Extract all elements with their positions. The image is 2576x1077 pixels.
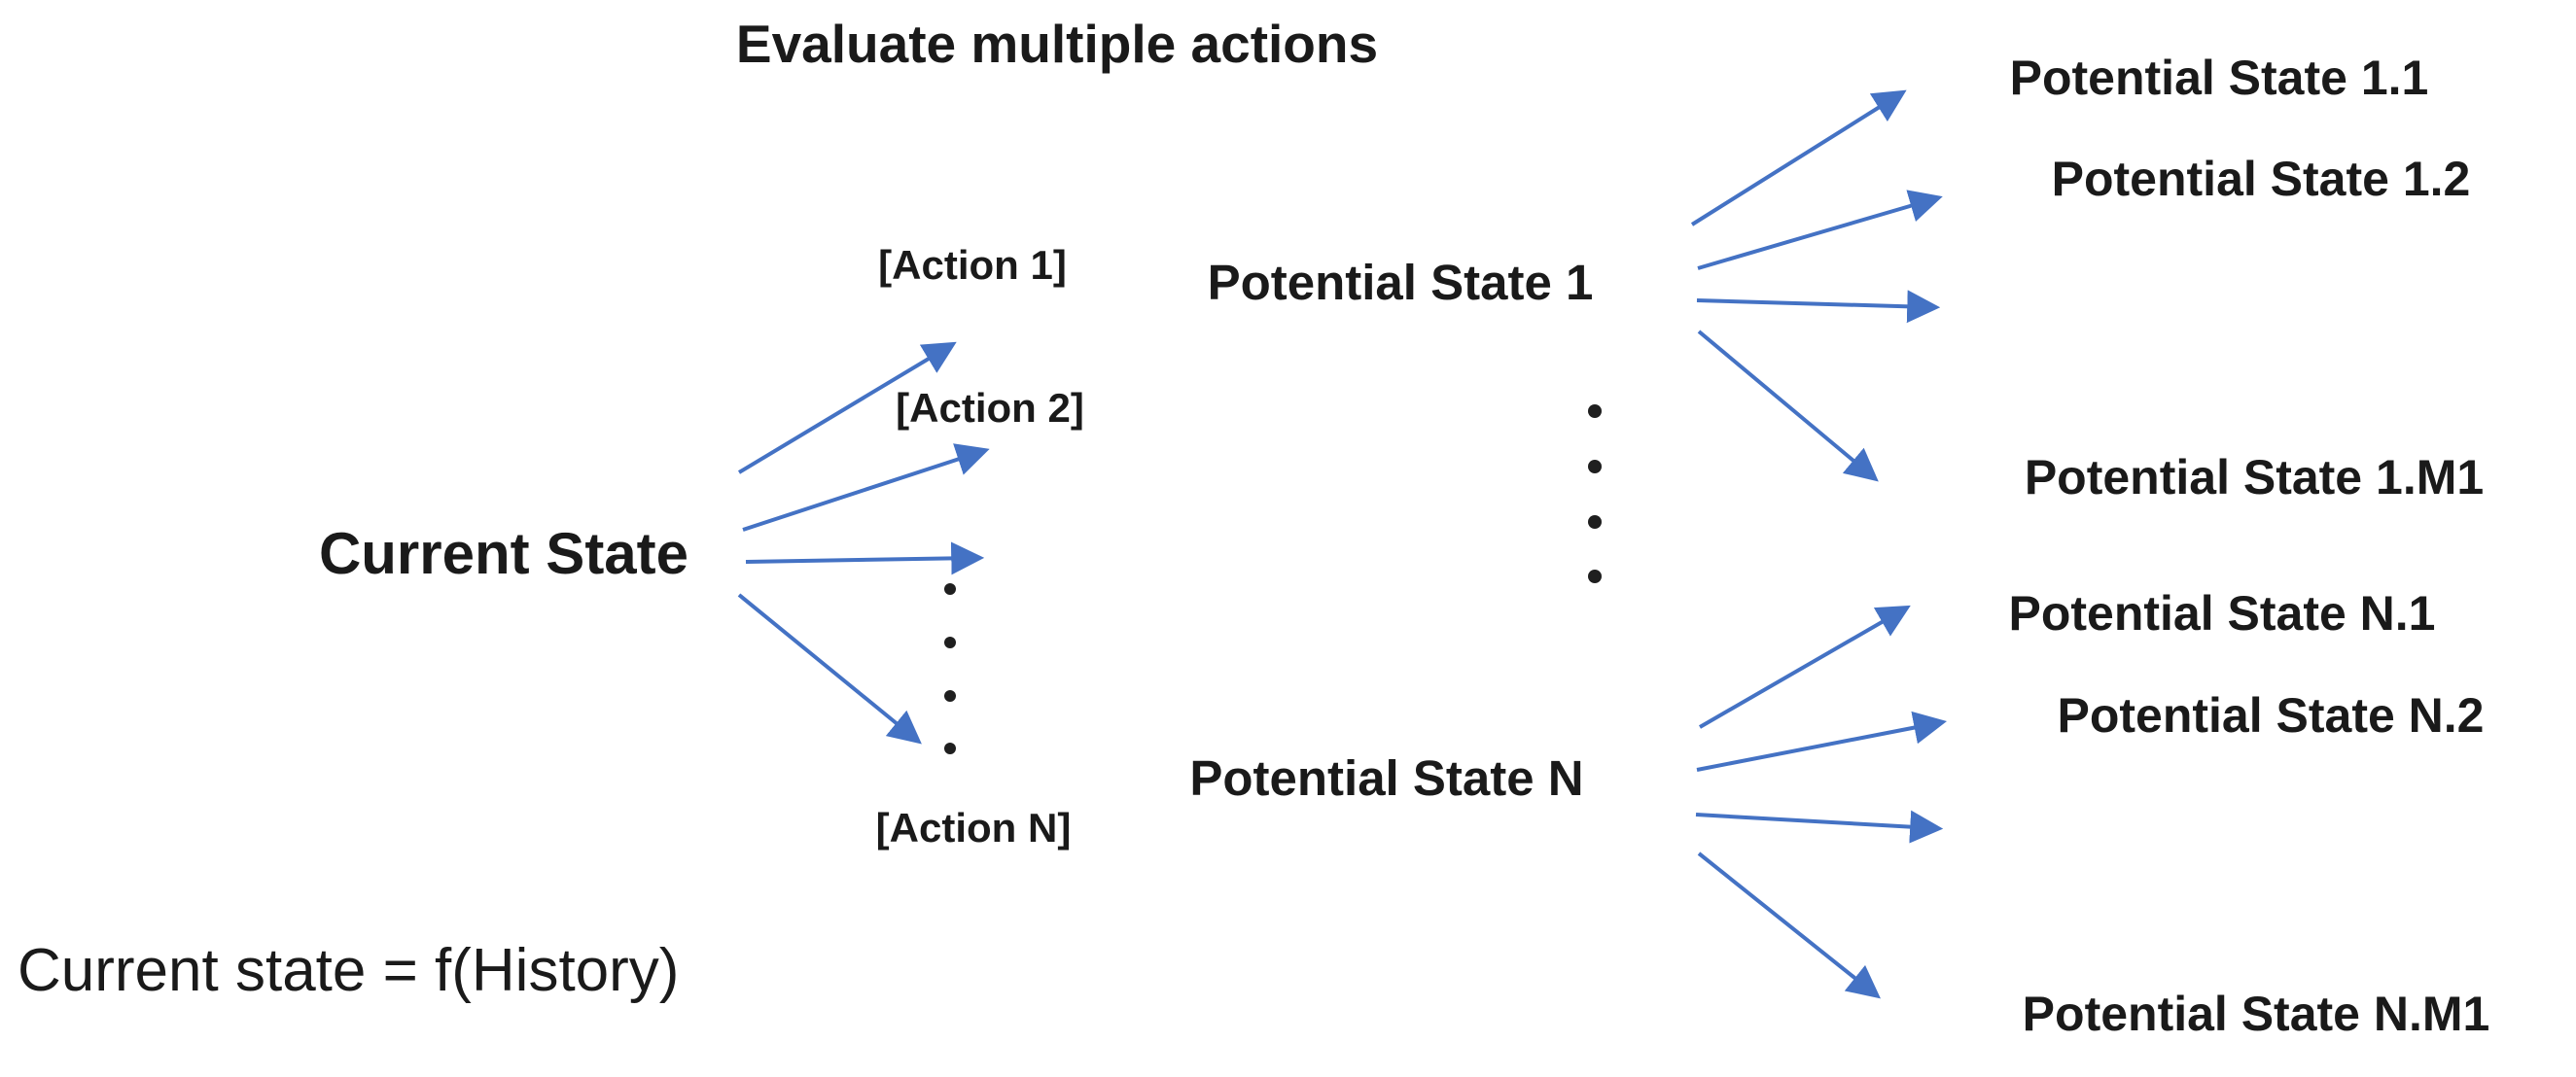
arrow-current-unlabeled: [745, 541, 985, 575]
node-potential-state-1-m1: Potential State 1.M1: [2025, 450, 2484, 504]
dot: [1588, 570, 1602, 583]
ellipsis-middle: [1588, 404, 1602, 583]
arrow-pn-unlabeled: [1695, 810, 1944, 844]
arrow-p1-to-p1-2: [1697, 190, 1943, 270]
arrow-current-to-potential-1: [737, 341, 957, 474]
edge-label-action-n: [Action N]: [876, 805, 1072, 851]
dot: [1588, 404, 1602, 418]
dot: [944, 637, 956, 648]
dot: [944, 583, 956, 595]
node-potential-state-1: Potential State 1: [1208, 255, 1594, 310]
arrow-p1-to-p1-1: [1690, 89, 1907, 226]
arrow-current-to-potential-2: [742, 443, 990, 532]
node-potential-state-1-2: Potential State 1.2: [2052, 152, 2471, 206]
node-potential-state-n: Potential State N: [1189, 750, 1583, 806]
potential-state-1-fan: [1690, 89, 1943, 482]
dot: [1588, 515, 1602, 529]
node-current-state: Current State: [319, 521, 688, 586]
formula-current-state: Current state = f(History): [18, 937, 679, 1004]
node-potential-state-1-1: Potential State 1.1: [2010, 51, 2429, 105]
diagram-title: Evaluate multiple actions: [736, 14, 1378, 74]
node-potential-state-n-1: Potential State N.1: [2009, 586, 2436, 641]
arrow-current-to-potential-n: [737, 593, 922, 745]
potential-state-n-fan: [1695, 605, 1948, 999]
node-potential-state-n-2: Potential State N.2: [2058, 688, 2485, 743]
arrow-pn-to-pn-1: [1699, 605, 1911, 729]
dot: [944, 743, 956, 754]
arrow-p1-unlabeled: [1696, 290, 1941, 324]
edge-label-action-1: [Action 1]: [878, 242, 1067, 288]
arrow-pn-to-pn-2: [1696, 711, 1948, 772]
dot: [944, 690, 956, 702]
dot: [1588, 460, 1602, 473]
edge-label-action-2: [Action 2]: [896, 385, 1084, 431]
arrow-p1-to-p1-m1: [1697, 330, 1879, 482]
node-potential-state-n-m1: Potential State N.M1: [2023, 987, 2490, 1041]
current-state-fan: [737, 341, 990, 745]
arrow-pn-to-pn-m1: [1697, 851, 1881, 999]
ellipsis-left: [944, 583, 956, 754]
